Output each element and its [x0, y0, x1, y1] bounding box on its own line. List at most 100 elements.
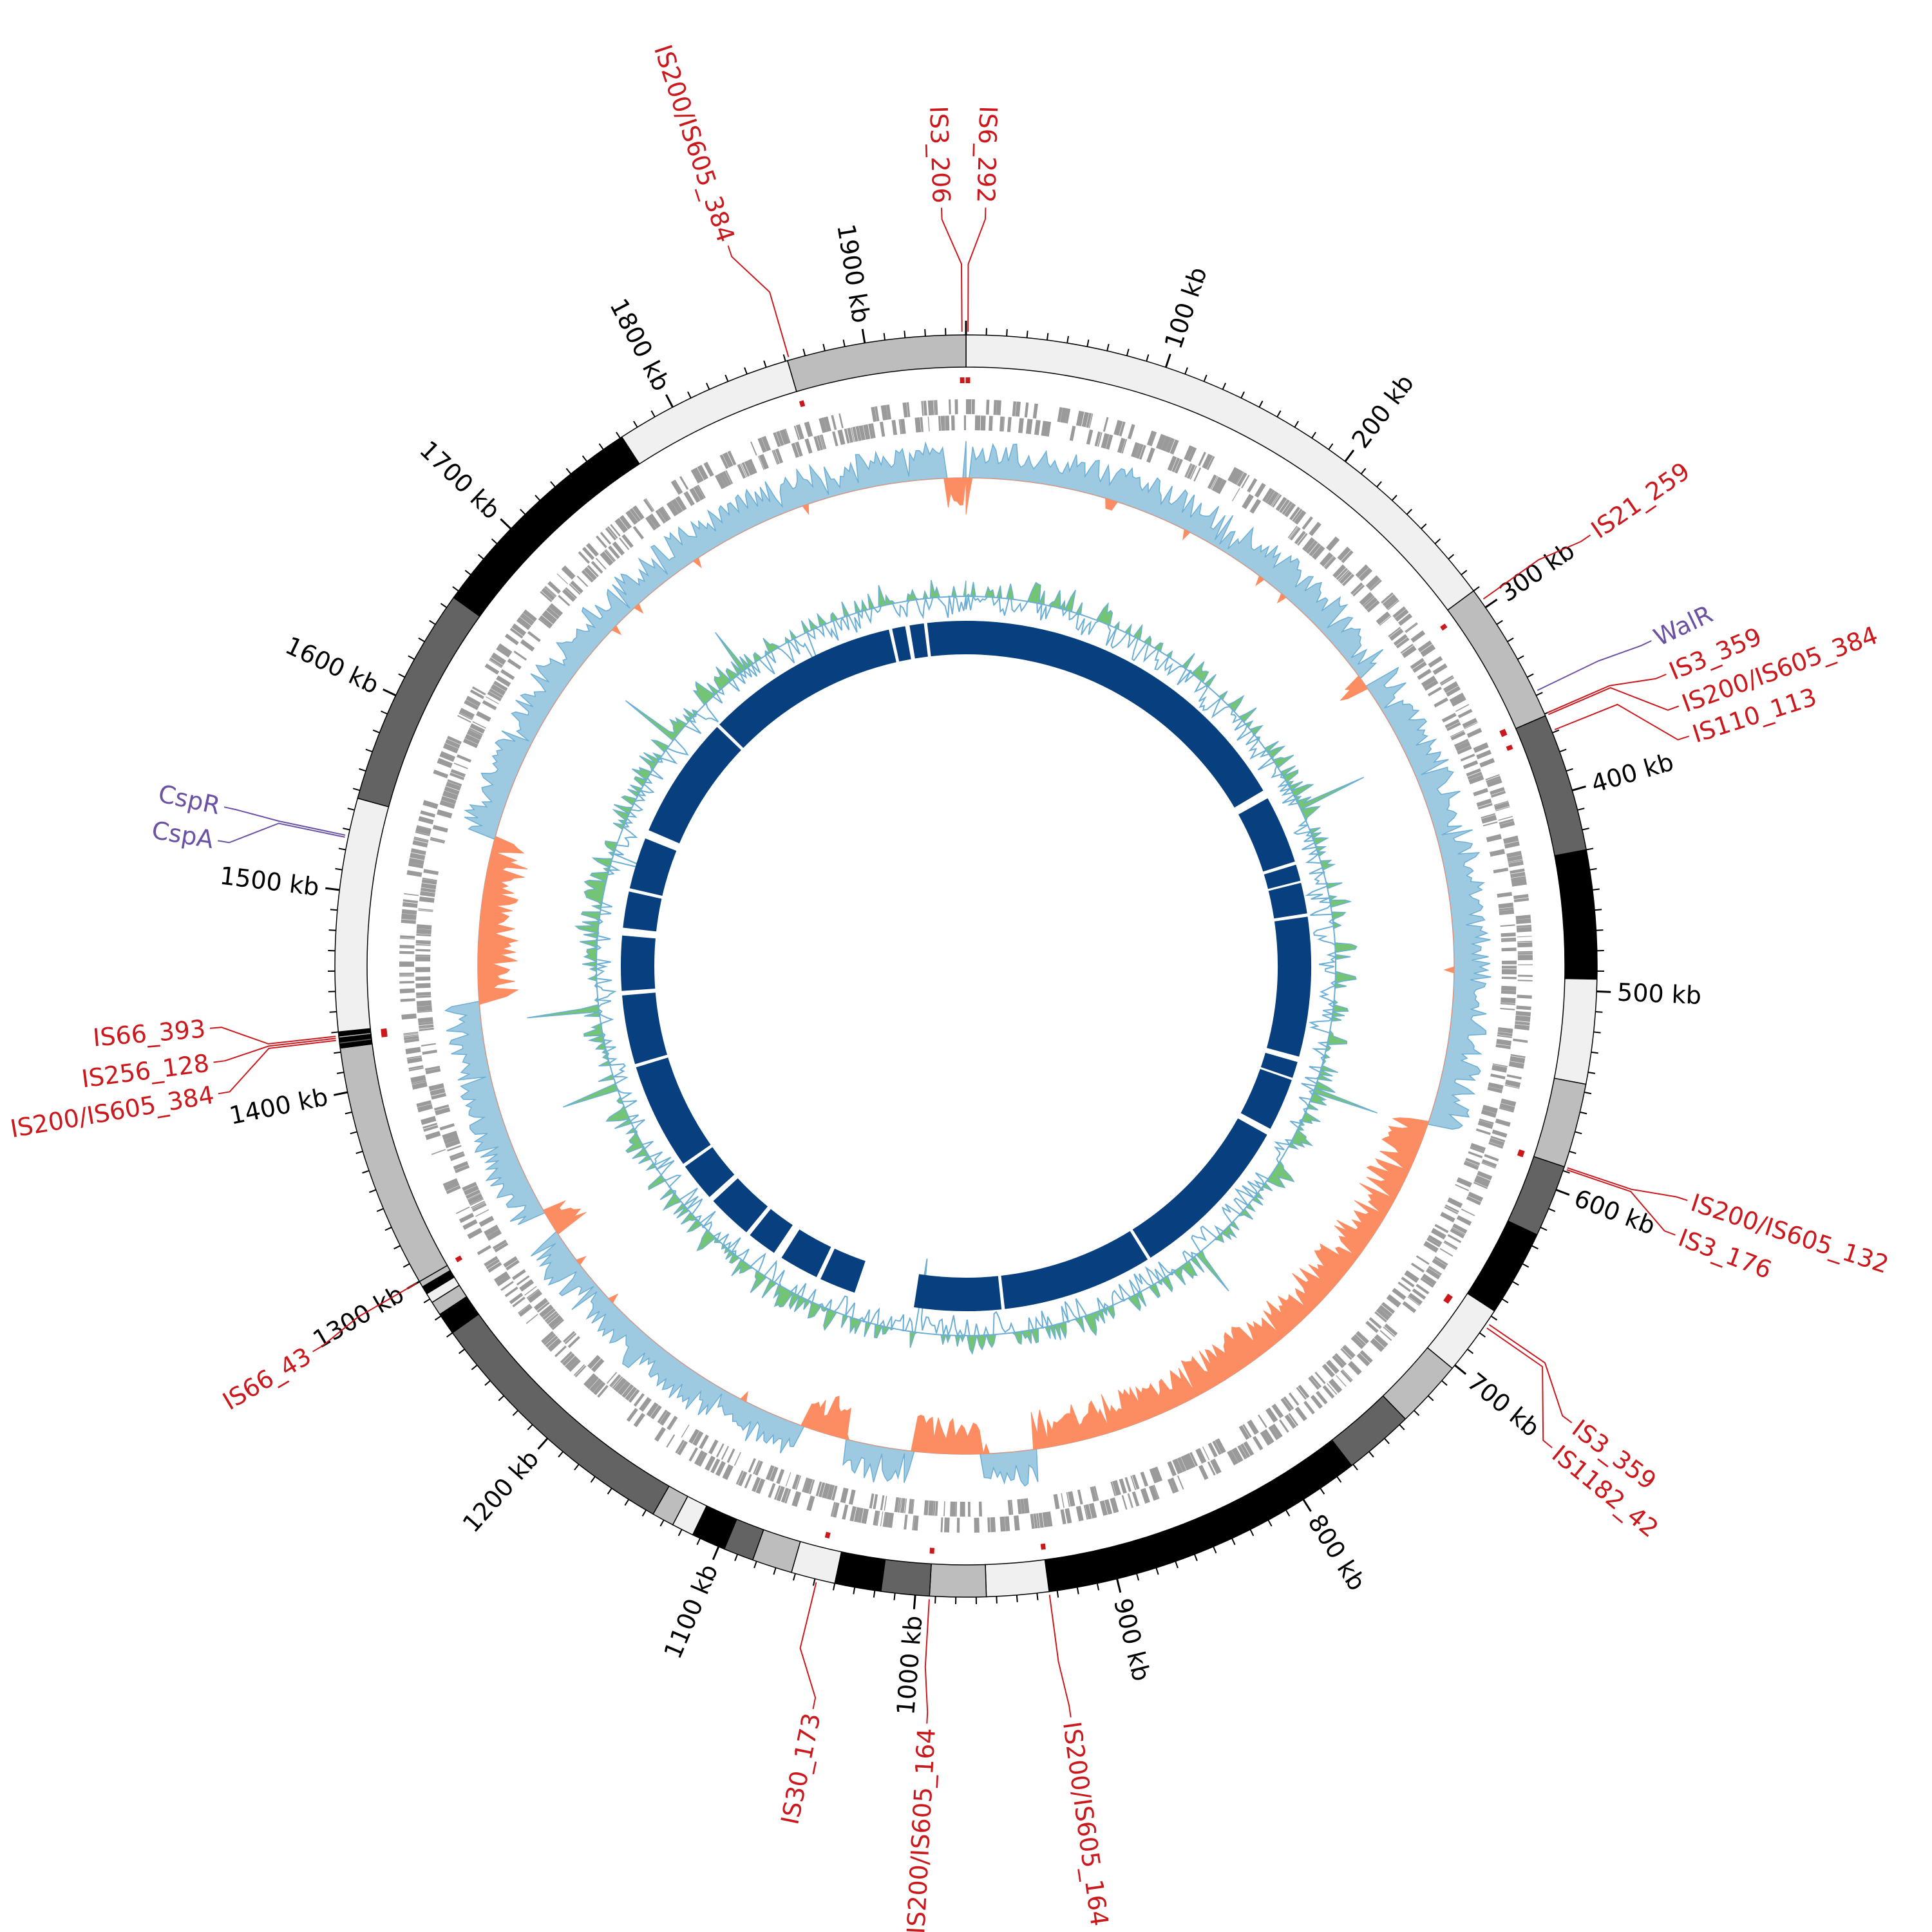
minor-tick — [1106, 343, 1110, 352]
minor-tick — [1562, 1170, 1570, 1174]
label-leader-line — [799, 1582, 817, 1710]
gc-content-line — [527, 580, 1378, 1355]
minor-tick — [1352, 1464, 1358, 1471]
is-element-label: IS6_292 — [972, 106, 1003, 204]
minor-tick — [1267, 1519, 1273, 1527]
minor-tick — [1490, 1315, 1498, 1321]
inner-ring-block — [1001, 1231, 1148, 1309]
label-leader-line — [1488, 1324, 1573, 1423]
label-leader-line — [1566, 1169, 1676, 1236]
minor-tick — [558, 1451, 564, 1458]
minor-tick — [1566, 768, 1573, 772]
minor-tick — [1473, 586, 1480, 592]
minor-tick — [1066, 336, 1069, 343]
minor-tick — [641, 1510, 647, 1517]
major-tick — [1484, 598, 1498, 609]
tick-label: 400 kb — [1588, 748, 1677, 799]
inner-ring-block — [1132, 1118, 1267, 1258]
is-element-label: IS3_206 — [924, 106, 956, 204]
minor-tick — [996, 1596, 998, 1604]
minor-tick — [512, 1410, 518, 1416]
minor-tick — [328, 929, 336, 931]
minor-tick — [677, 1529, 683, 1537]
minor-tick — [659, 1519, 665, 1527]
minor-tick — [1595, 909, 1602, 911]
tick-label: 800 kb — [1302, 1510, 1371, 1596]
tick-label: 1000 kb — [891, 1615, 927, 1716]
gene-track-forward — [399, 399, 1533, 1533]
minor-tick — [1517, 655, 1524, 660]
minor-tick — [345, 1111, 352, 1115]
minor-tick — [376, 1208, 384, 1213]
minor-tick — [1540, 1226, 1548, 1231]
ideogram-ring — [334, 334, 1598, 1598]
minor-tick — [753, 1561, 757, 1569]
major-tick — [1164, 354, 1171, 368]
minor-tick — [873, 1590, 876, 1598]
is-element-label: IS200/IS605_384 — [8, 1081, 216, 1143]
inner-ring-block — [620, 935, 656, 991]
ideogram-segment-light — [334, 797, 390, 1033]
is-element-label: IS66_43 — [218, 1341, 316, 1416]
minor-tick — [1427, 1395, 1434, 1401]
tick-label: 700 kb — [1462, 1367, 1545, 1443]
minor-tick — [1294, 421, 1299, 428]
major-tick — [1302, 1499, 1312, 1512]
minor-tick — [1461, 569, 1468, 576]
minor-tick — [1552, 729, 1560, 734]
minor-tick — [1592, 888, 1600, 891]
tick-label: 1800 kb — [604, 294, 676, 396]
inner-ring-block — [781, 1229, 831, 1278]
minor-tick — [1496, 620, 1503, 625]
ideogram-segment-gray — [339, 1043, 448, 1283]
label-leader-line — [218, 1039, 336, 1095]
minor-tick — [1320, 1488, 1325, 1495]
is-element-mark — [381, 1032, 388, 1037]
is-element-label: IS30_173 — [775, 1710, 826, 1826]
minor-tick — [832, 1583, 836, 1591]
is-element-mark — [1440, 623, 1448, 631]
minor-tick — [1391, 495, 1397, 501]
minor-tick — [464, 569, 471, 576]
minor-tick — [362, 1170, 370, 1174]
minor-tick — [458, 1349, 465, 1354]
inner-ring-block — [1268, 882, 1307, 919]
major-tick — [1596, 990, 1611, 993]
minor-tick — [1414, 1410, 1420, 1416]
ideogram-segment-black — [834, 1551, 886, 1592]
minor-tick — [347, 808, 355, 811]
minor-tick — [355, 1150, 363, 1154]
inner-ring-block — [636, 1057, 711, 1164]
minor-tick — [1384, 1437, 1390, 1444]
is-element-mark — [1040, 1543, 1046, 1550]
minor-tick — [477, 554, 484, 560]
minor-tick — [582, 455, 588, 462]
major-tick — [383, 688, 397, 697]
label-leader-line — [924, 1599, 930, 1724]
inner-ring-block — [685, 1147, 735, 1197]
gene-label: CspA — [150, 816, 216, 854]
minor-tick — [1146, 354, 1150, 362]
label-leader-line — [223, 806, 346, 836]
label-leader-line — [218, 822, 345, 844]
minor-tick — [1184, 367, 1188, 375]
inner-ring-block — [909, 623, 928, 659]
minor-tick — [853, 1587, 856, 1595]
minor-tick — [1136, 1573, 1139, 1581]
minor-tick — [763, 360, 767, 368]
is-element-mark — [960, 377, 965, 383]
inner-ring-block — [914, 1274, 1002, 1312]
tick-label: 200 kb — [1346, 369, 1419, 453]
minor-tick — [1213, 1546, 1217, 1554]
minor-tick — [1026, 330, 1028, 338]
minor-tick — [696, 1538, 701, 1546]
is-element-mark — [1506, 744, 1513, 751]
minor-tick — [440, 603, 448, 609]
minor-tick — [1056, 1590, 1059, 1598]
major-tick — [537, 1437, 549, 1450]
minor-tick — [343, 828, 350, 831]
minor-tick — [934, 1596, 936, 1604]
minor-tick — [1584, 1092, 1592, 1095]
tick-label: 500 kb — [1616, 978, 1701, 1010]
inner-ring-block — [623, 891, 662, 932]
